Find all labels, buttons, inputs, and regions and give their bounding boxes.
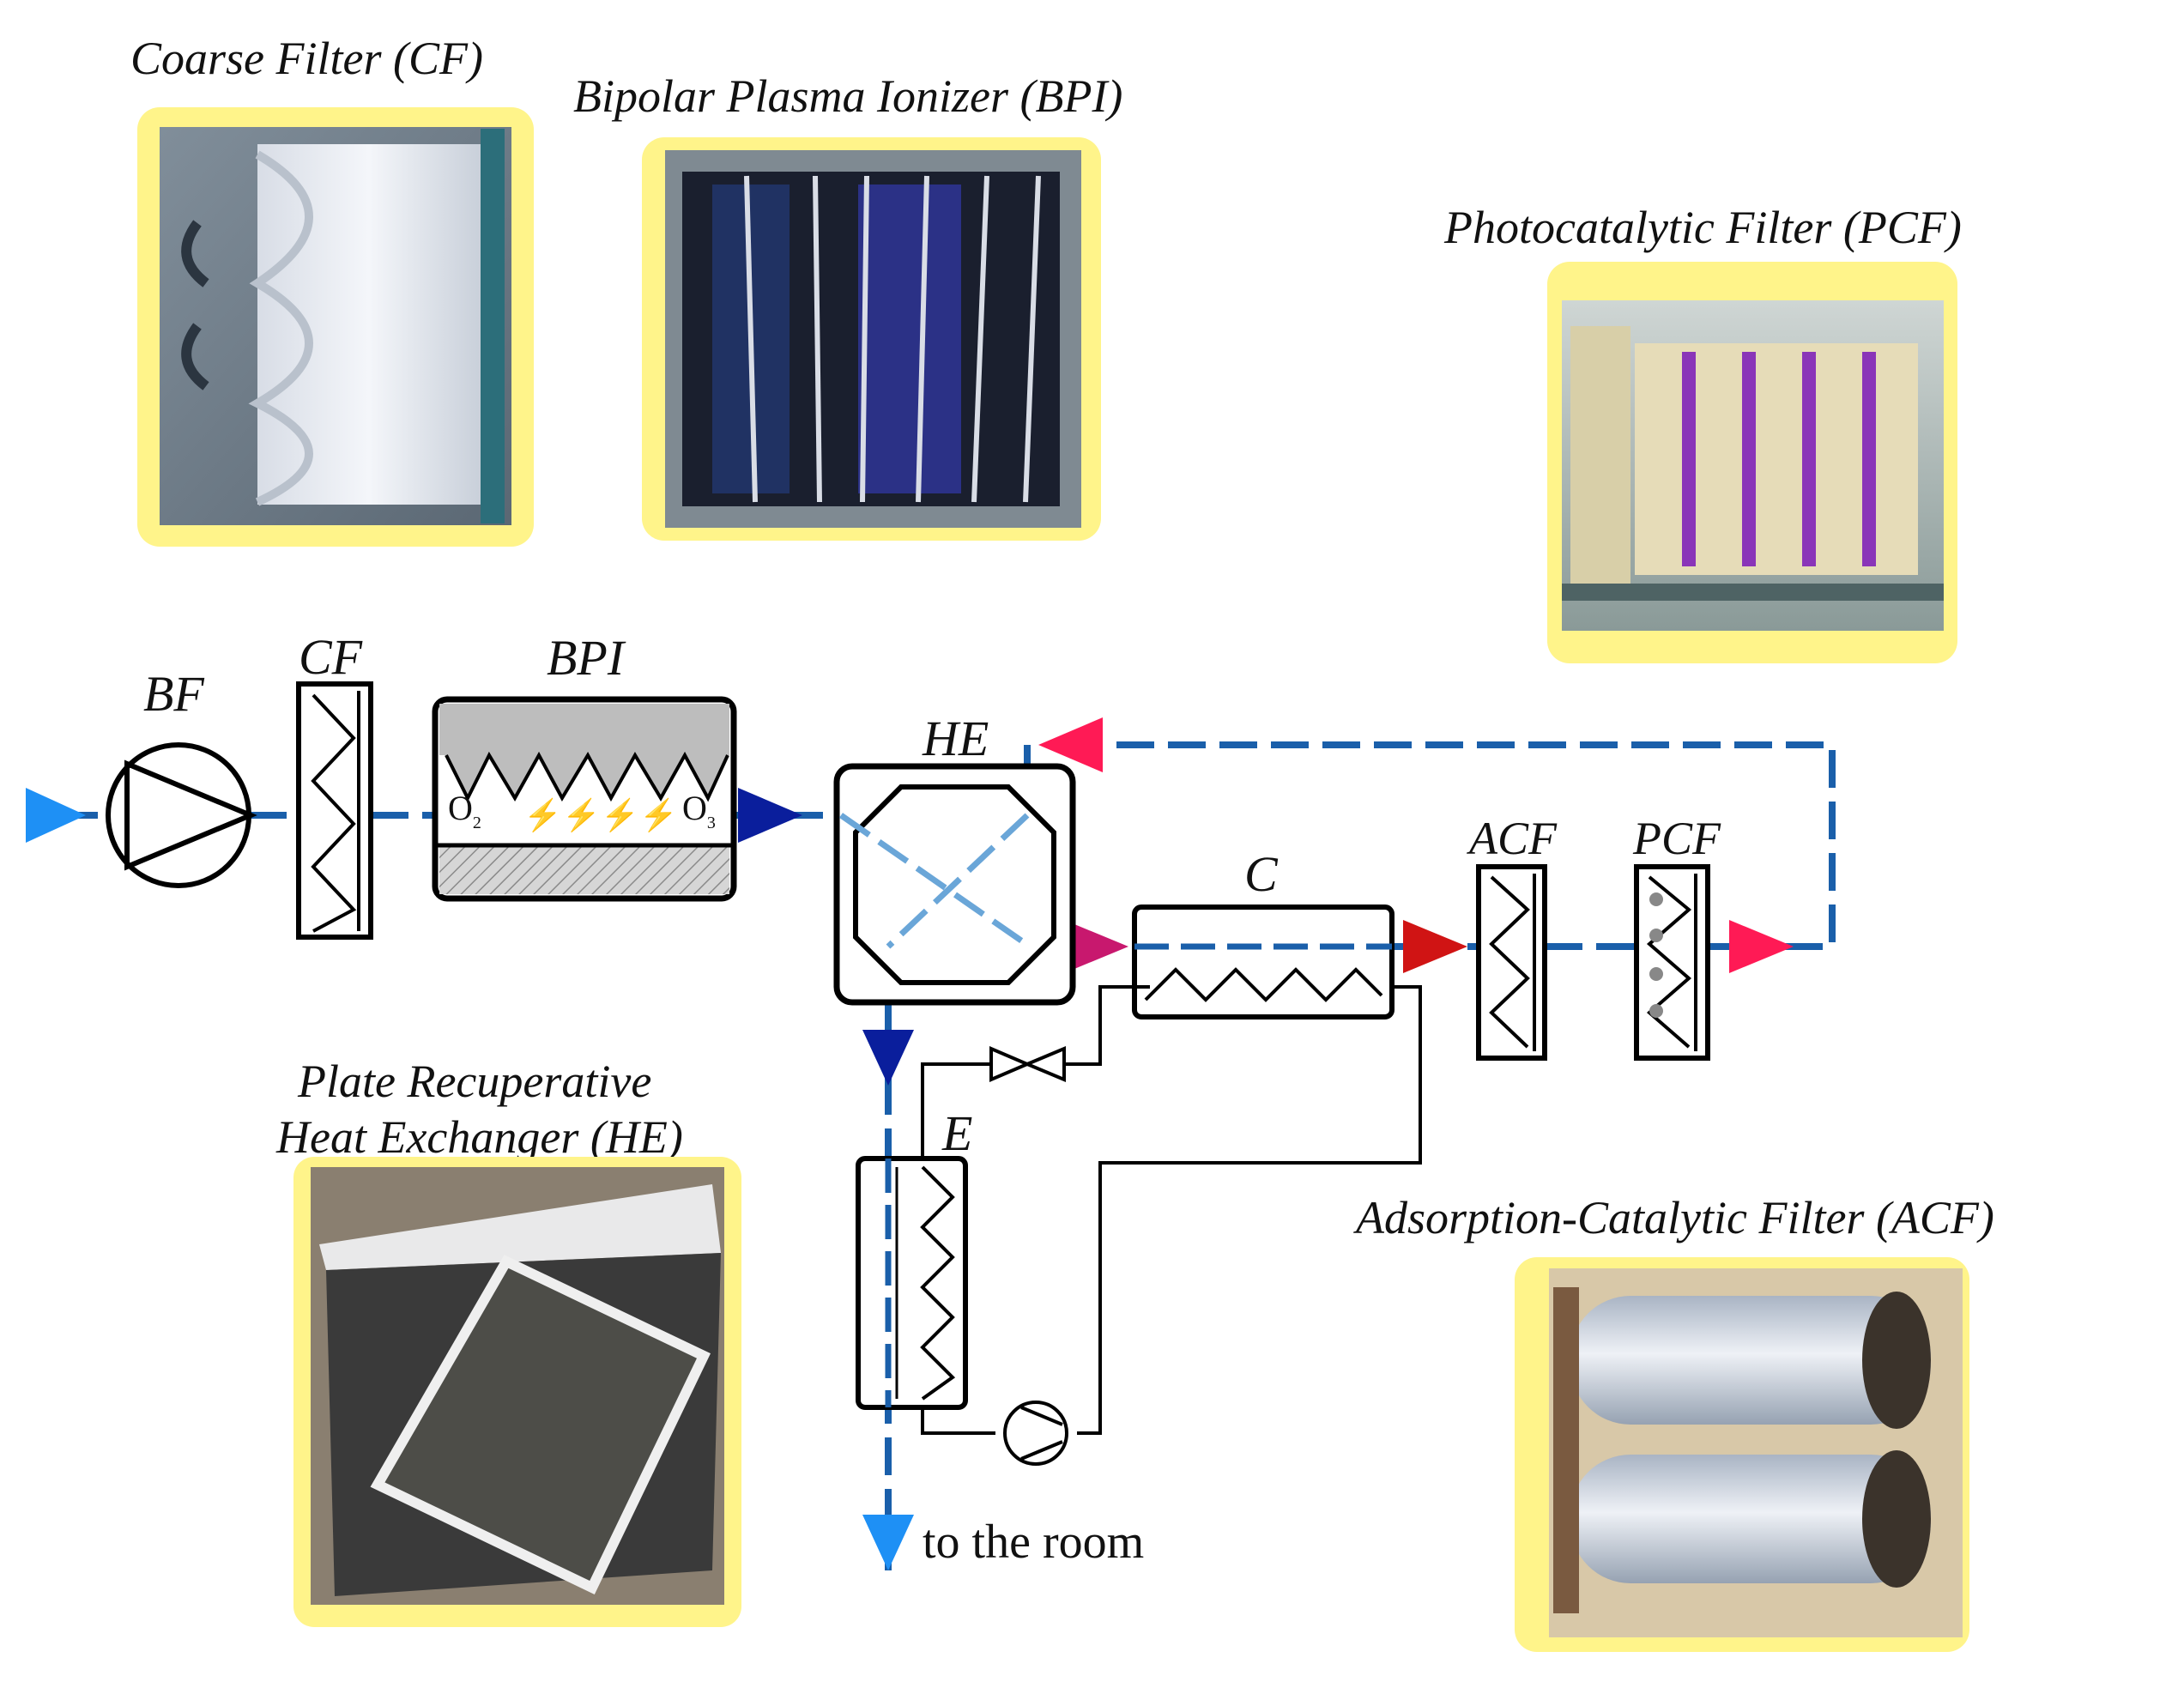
adsorption-filter-photo <box>1515 1257 1969 1652</box>
adsorption-filter-title: Adsorption-Catalytic Filter (ACF) <box>1353 1192 1994 1243</box>
label-bf: BF <box>143 666 204 722</box>
bipolar-ionizer-title: Bipolar Plasma Ionizer (BPI) <box>573 70 1122 122</box>
photocatalytic-filter-photo <box>1547 262 1957 663</box>
heat-exchanger-photo <box>293 1157 741 1627</box>
bpi-symbol: ⚡ ⚡ ⚡ ⚡ O2 O3 <box>432 696 737 902</box>
arrow-into-he <box>738 788 802 843</box>
ozone-label: O3 <box>682 789 716 832</box>
label-acf: ACF <box>1467 813 1558 864</box>
expansion-valve <box>989 1045 1066 1083</box>
coarse-filter-symbol <box>296 681 373 940</box>
heat-exchanger-title-line1: Plate Recuperative <box>297 1056 651 1107</box>
refrigerant-line-valve-e <box>921 1062 991 1163</box>
arrow-c-to-acf <box>1403 920 1467 973</box>
label-cf: CF <box>299 629 363 685</box>
refrigerant-line-c-valve <box>1064 985 1150 1066</box>
refrigerant-circuit <box>921 985 1422 1435</box>
coarse-filter-title: Coarse Filter (CF) <box>130 33 483 84</box>
oxygen-label: O2 <box>448 789 481 832</box>
arrow-he-down <box>862 1030 914 1086</box>
acf-symbol <box>1476 864 1547 1061</box>
bipolar-ionizer-photo <box>642 137 1101 541</box>
refrigerant-line-c-compressor <box>1077 985 1422 1435</box>
inlet-arrow <box>26 788 86 843</box>
label-e: E <box>941 1105 972 1161</box>
compressor <box>1003 1401 1068 1466</box>
label-he: HE <box>922 711 989 766</box>
heat-exchanger-title-line2: Heat Exchanger (HE) <box>275 1111 683 1163</box>
label-c: C <box>1244 846 1279 902</box>
condenser-symbol <box>1132 905 1394 1019</box>
blower-fan <box>106 742 257 888</box>
arrow-he-to-c <box>1064 920 1128 973</box>
coarse-filter-photo <box>137 107 534 547</box>
svg-text:⚡: ⚡ <box>601 797 639 833</box>
blower-fan-triangle <box>124 759 257 871</box>
refrigerant-line-compressor-e <box>921 1403 995 1435</box>
arrow-to-room <box>862 1515 914 1570</box>
air-line-return <box>1098 741 1836 950</box>
arrow-return-into-he <box>1038 717 1103 772</box>
label-bpi: BPI <box>547 630 626 686</box>
to-the-room-label: to the room <box>923 1516 1144 1569</box>
svg-text:⚡: ⚡ <box>562 797 601 833</box>
pcf-symbol <box>1634 864 1710 1061</box>
heat-exchanger-symbol <box>833 763 1076 1006</box>
evaporator-symbol <box>856 1156 968 1410</box>
photocatalytic-filter-title: Photocatalytic Filter (PCF) <box>1443 202 1962 253</box>
label-pcf: PCF <box>1632 813 1721 864</box>
svg-text:⚡: ⚡ <box>523 797 562 833</box>
arrow-after-pcf <box>1729 920 1794 973</box>
svg-text:⚡: ⚡ <box>639 797 678 833</box>
